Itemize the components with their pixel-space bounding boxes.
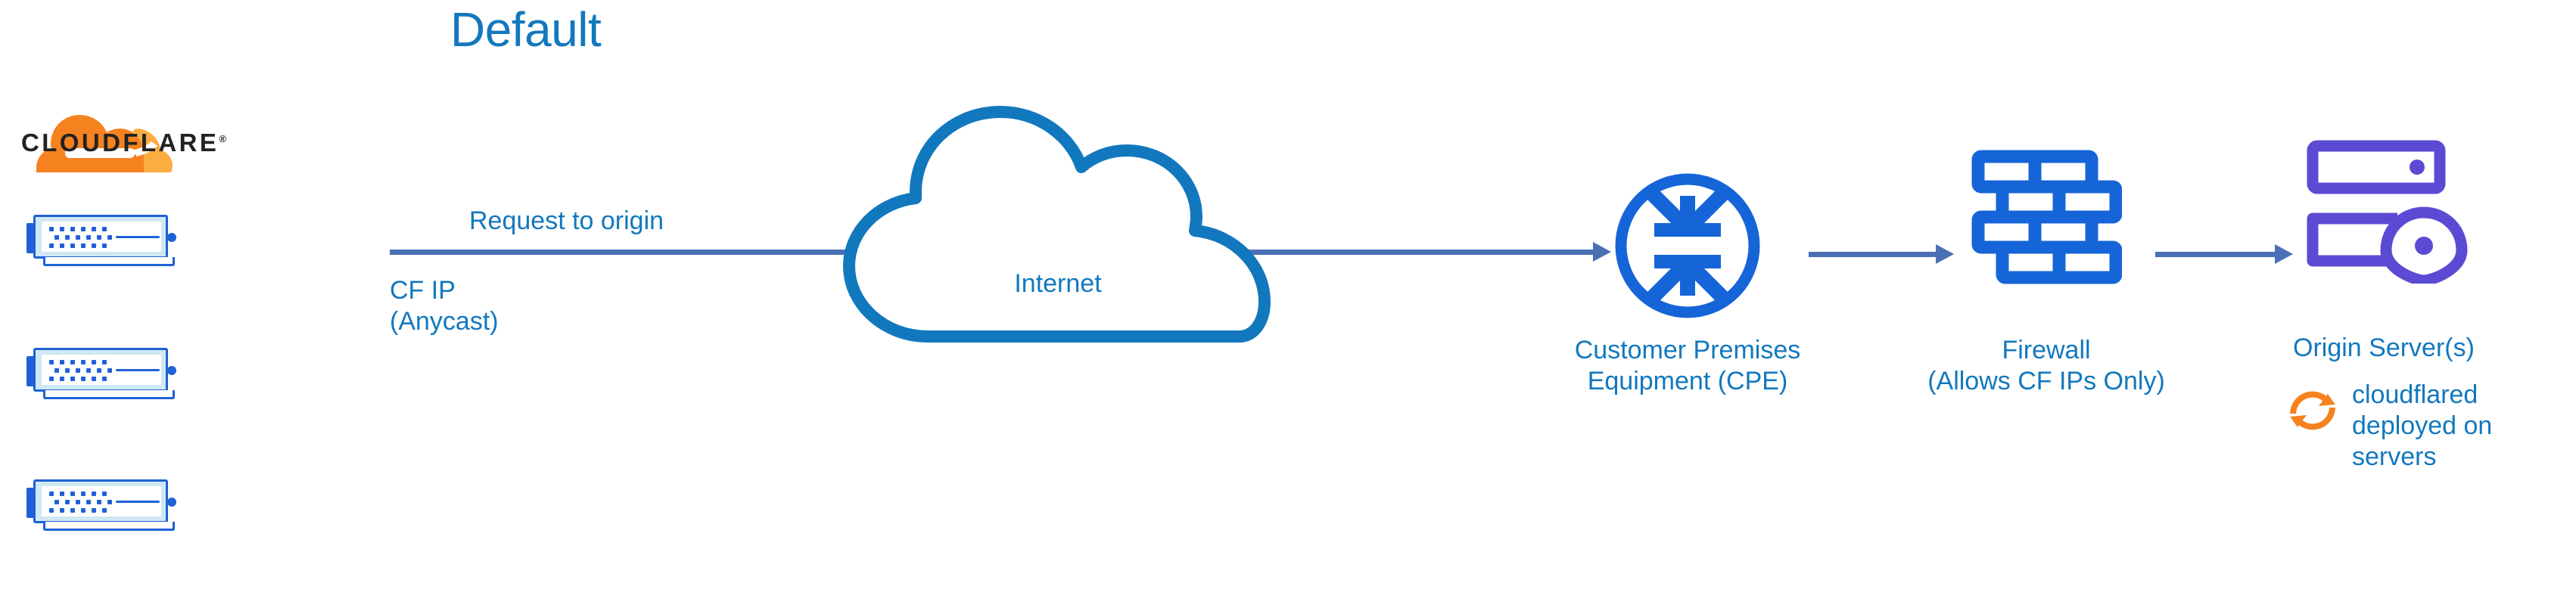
firewall-label-line1: Firewall (2002, 336, 2091, 364)
router-icon (1612, 170, 1763, 321)
server-rack-icon (26, 215, 176, 266)
server-base (43, 390, 175, 399)
edge-cpe-firewall-line (1809, 252, 1936, 257)
cloudflare-cloud-logo (30, 106, 182, 189)
edge-main-arrowhead (1593, 242, 1611, 262)
cloud-label: Internet (1014, 269, 1102, 298)
server-power-dot (167, 233, 176, 242)
cloud-icon (831, 106, 1285, 348)
cf-ip-label-line1: CF IP (390, 276, 456, 305)
origin-label-line1: Origin Server(s) (2293, 333, 2475, 362)
firewall-label-line2: (Allows CF IPs Only) (1927, 367, 2165, 395)
server-base (43, 257, 175, 266)
server-rack-icon (26, 348, 176, 399)
server-location-pin-icon (2307, 140, 2481, 287)
edge-cpe-firewall-arrowhead (1936, 244, 1954, 264)
server-indicator-line (116, 236, 160, 238)
server-indicator-line (116, 501, 160, 503)
cloudflared-note-line2: deployed on (2352, 411, 2493, 440)
server-base (43, 522, 175, 531)
brick-wall-icon (1971, 150, 2123, 293)
server-power-dot (167, 366, 176, 375)
edge-firewall-origin-line (2155, 252, 2275, 257)
sync-arrows-icon (2284, 382, 2341, 439)
cpe-label-line2: Equipment (CPE) (1587, 367, 1788, 395)
cloudflared-note-line1: cloudflared (2352, 380, 2478, 409)
edge-label-request-to-origin: Request to origin (469, 206, 664, 235)
cpe-label-line1: Customer Premises (1574, 336, 1801, 364)
server-vent-dots (49, 360, 112, 381)
cloudflared-note-line3: servers (2352, 442, 2437, 471)
cloudflare-wordmark-text: CLOUDFLARE (21, 129, 219, 157)
cloudflare-wordmark: CLOUDFLARE® (21, 129, 226, 157)
server-vent-dots (49, 492, 112, 513)
server-rack-icon (26, 479, 176, 531)
edge-firewall-origin-arrowhead (2275, 244, 2293, 264)
server-power-dot (167, 498, 176, 507)
registered-trademark-icon: ® (219, 133, 226, 144)
server-indicator-line (116, 369, 160, 371)
page-title: Default (450, 2, 602, 57)
cf-ip-label-line2: (Anycast) (390, 307, 499, 336)
server-vent-dots (49, 227, 112, 248)
